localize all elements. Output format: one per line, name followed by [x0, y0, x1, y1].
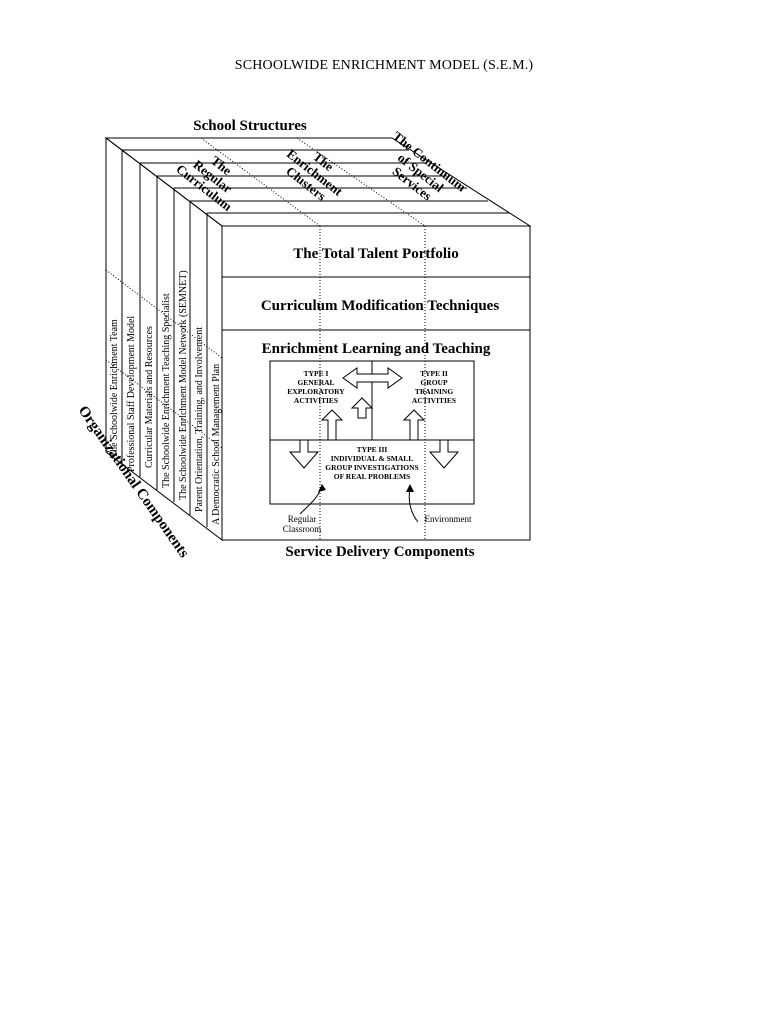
environment-arrow	[408, 487, 419, 523]
regular-classroom-arrowhead	[318, 484, 326, 492]
cube-front-face	[221, 225, 531, 541]
org-component: Curricular Materials and Resources	[144, 326, 155, 468]
org-component: The Schoolwide Enrichment Team	[109, 319, 120, 458]
school-structures-label: School Structures	[193, 118, 307, 134]
svg-text:ACTIVITIES: ACTIVITIES	[294, 396, 338, 405]
row-curriculum-modification: Curriculum Modification Techniques	[261, 298, 500, 314]
service-delivery-label: Service Delivery Components	[285, 544, 474, 560]
page-title: SCHOOLWIDE ENRICHMENT MODEL (S.E.M.)	[234, 58, 534, 73]
org-component: Parent Orientation, Training, and Involv…	[194, 327, 205, 512]
org-component: The Schoolwide Enrichment Model Network …	[178, 270, 189, 500]
top-structure-special-services: The Continuum of Special Services	[390, 128, 469, 203]
arrow-down-right	[428, 439, 460, 469]
svg-text:ACTIVITIES: ACTIVITIES	[412, 396, 456, 405]
svg-text:Regular: Regular	[288, 514, 317, 524]
regular-classroom-arrow	[299, 485, 323, 515]
svg-text:TRAINING: TRAINING	[415, 387, 454, 396]
top-structure-enrichment-clusters: The Enrichment Clusters	[283, 146, 346, 204]
regular-classroom-label: Regular Classroom	[283, 514, 322, 534]
svg-text:OF REAL PROBLEMS: OF REAL PROBLEMS	[334, 472, 410, 481]
svg-text:GROUP: GROUP	[420, 378, 448, 387]
svg-text:GENERAL: GENERAL	[297, 378, 334, 387]
arrow-down-left	[288, 439, 320, 469]
org-component: A Democratic School Management Plan	[211, 364, 222, 525]
environment-arrowhead	[406, 484, 414, 492]
org-component: The Schoolwide Enrichment Teaching Speci…	[161, 293, 172, 488]
triad-arrows	[288, 367, 460, 469]
arrow-type1-to-type3	[320, 409, 344, 441]
svg-text:Classroom: Classroom	[283, 524, 322, 534]
type1-label: TYPE I GENERAL EXPLORATORY ACTIVITIES	[287, 369, 345, 405]
double-arrow-type1-type2	[342, 367, 403, 389]
row-total-talent-portfolio: The Total Talent Portfolio	[293, 246, 458, 262]
environment-label: Environment	[425, 514, 472, 524]
type3-label: TYPE III INDIVIDUAL & SMALL GROUP INVEST…	[325, 445, 418, 481]
arrow-type2-to-type3	[402, 409, 426, 441]
svg-text:TYPE I: TYPE I	[304, 369, 329, 378]
svg-text:TYPE II: TYPE II	[420, 369, 448, 378]
svg-text:INDIVIDUAL & SMALL: INDIVIDUAL & SMALL	[331, 454, 414, 463]
svg-text:EXPLORATORY: EXPLORATORY	[287, 387, 345, 396]
svg-text:GROUP INVESTIGATIONS: GROUP INVESTIGATIONS	[325, 463, 418, 472]
organizational-components-list: The Schoolwide Enrichment Team Professio…	[109, 270, 222, 525]
org-component: Professional Staff Development Model	[126, 316, 137, 472]
type2-label: TYPE II GROUP TRAINING ACTIVITIES	[412, 369, 456, 405]
top-structure-regular-curriculum: The Regular Curriculum	[173, 153, 235, 214]
row-enrichment-learning: Enrichment Learning and Teaching	[262, 341, 491, 357]
arrow-center-up	[350, 397, 374, 419]
svg-text:TYPE III: TYPE III	[357, 445, 388, 454]
